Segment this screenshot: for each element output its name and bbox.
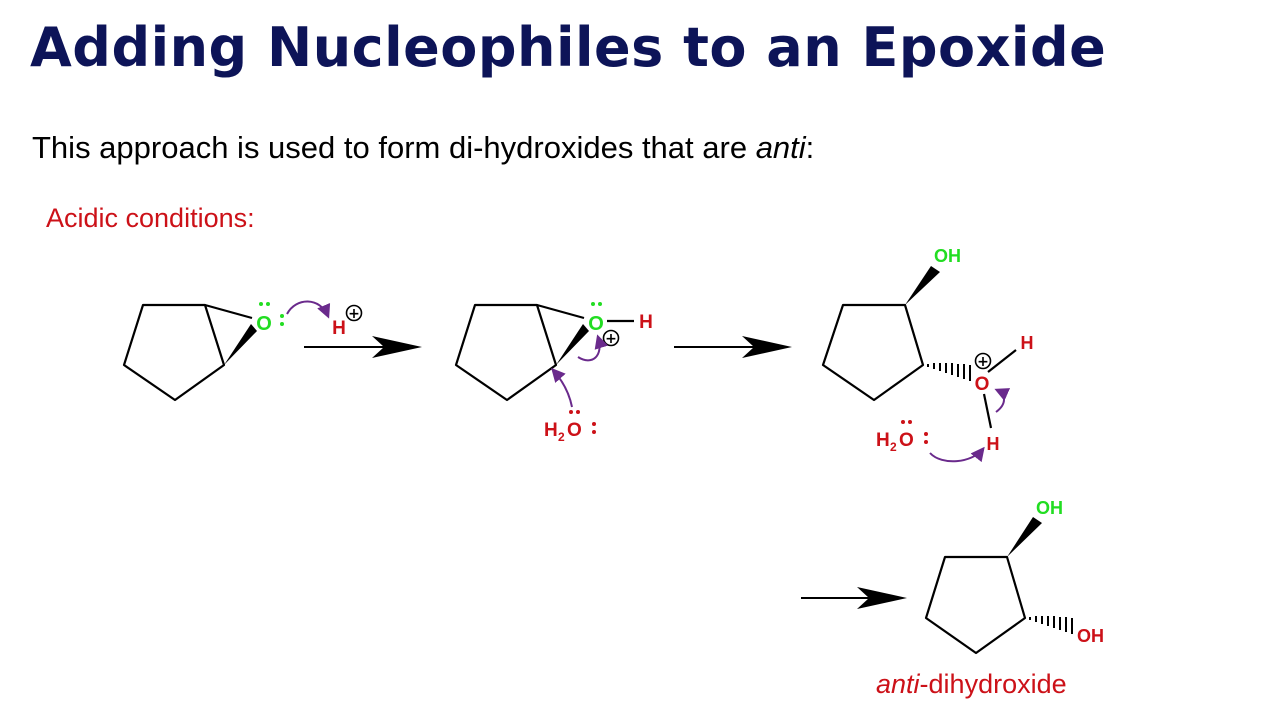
water-subscript: 2 <box>558 430 565 444</box>
product-caption: anti-dihydroxide <box>876 666 1067 702</box>
water-subscript: 2 <box>890 440 897 454</box>
proton-label: H <box>332 318 346 339</box>
lone-pair-dot <box>924 432 928 436</box>
deprotonation-arrow <box>929 446 985 463</box>
conditions-label: Acidic conditions: <box>46 203 255 233</box>
slide-title: Adding Nucleophiles to an Epoxide <box>30 16 1107 79</box>
lone-pair-dot <box>924 440 928 444</box>
positive-charge-icon: + <box>345 304 363 322</box>
water-o-label: O <box>567 420 582 441</box>
hashed-bond <box>1029 616 1073 634</box>
lone-pair-dot <box>280 322 284 326</box>
electron-flow-arrow <box>994 388 1011 413</box>
lone-pair-dot <box>591 302 595 306</box>
reaction-arrow <box>674 336 792 358</box>
hashed-bond <box>927 363 971 381</box>
oxygen-label: O <box>588 313 604 335</box>
intro-emphasis: anti <box>755 130 806 165</box>
protonated-oxygen: O <box>588 302 604 335</box>
lone-pair-dot <box>901 420 905 424</box>
reaction-arrow <box>801 587 907 609</box>
lone-pair-dot <box>592 430 596 434</box>
cyclopentane-ring <box>454 303 558 402</box>
intro-text: This approach is used to form di-hydroxi… <box>32 128 814 168</box>
water-h-label: H <box>544 420 558 441</box>
cyclopentane-ring <box>924 555 1027 655</box>
lone-pair-dot <box>576 410 580 414</box>
electron-flow-arrow <box>286 300 331 319</box>
epoxide-bond-top <box>536 303 585 320</box>
ring-opened-structure <box>821 303 1017 429</box>
lone-pair-dot <box>259 302 263 306</box>
lone-pair-dot <box>592 422 596 426</box>
svg-text:+: + <box>605 331 617 347</box>
water-o-label: O <box>899 430 914 451</box>
diol-product-structure <box>924 555 1027 655</box>
lone-pair-dot <box>280 314 284 318</box>
hydrogen-label: H <box>1021 333 1034 353</box>
wedge-bond <box>556 324 589 365</box>
intro-suffix: : <box>805 130 815 165</box>
cyclopentane-ring <box>122 303 226 402</box>
intro-main: This approach is used to form di-hydroxi… <box>32 130 756 165</box>
lone-pair-dot <box>569 410 573 414</box>
wedge-bond <box>1007 517 1042 557</box>
epoxide-oxygen: O <box>256 302 284 335</box>
o-h-bond <box>982 393 993 429</box>
caption-emphasis: anti <box>876 669 920 699</box>
water-nucleophile: H 2 O <box>544 410 596 444</box>
svg-text:+: + <box>977 354 989 370</box>
epoxide-structure <box>122 303 253 402</box>
reaction-arrow <box>304 336 422 358</box>
cyclopentane-ring <box>821 303 925 402</box>
wedge-bond <box>224 324 257 365</box>
o-h-bond <box>987 349 1017 373</box>
lone-pair-dot <box>908 420 912 424</box>
lone-pair-dot <box>598 302 602 306</box>
svg-text:+: + <box>348 306 360 322</box>
hydroxyl-label: OH <box>1077 626 1104 646</box>
hydrogen-label: H <box>639 312 653 333</box>
oxonium-label: O <box>975 374 990 395</box>
lone-pair-dot <box>266 302 270 306</box>
hydrogen-label: H <box>987 434 1000 454</box>
protonated-epoxide-structure <box>454 303 634 402</box>
water-base: H 2 O <box>876 420 928 454</box>
positive-charge-icon: + <box>974 352 992 370</box>
epoxide-bond-top <box>204 303 253 320</box>
nucleophile-attack-arrow <box>551 367 573 408</box>
positive-charge-icon: + <box>602 329 620 347</box>
caption-text: -dihydroxide <box>919 669 1067 699</box>
oxygen-label: O <box>256 313 272 335</box>
hydroxyl-label: OH <box>934 246 961 266</box>
wedge-bond <box>905 266 940 305</box>
hydroxyl-label: OH <box>1036 498 1063 518</box>
water-h-label: H <box>876 430 890 451</box>
electron-flow-arrow <box>577 334 609 362</box>
